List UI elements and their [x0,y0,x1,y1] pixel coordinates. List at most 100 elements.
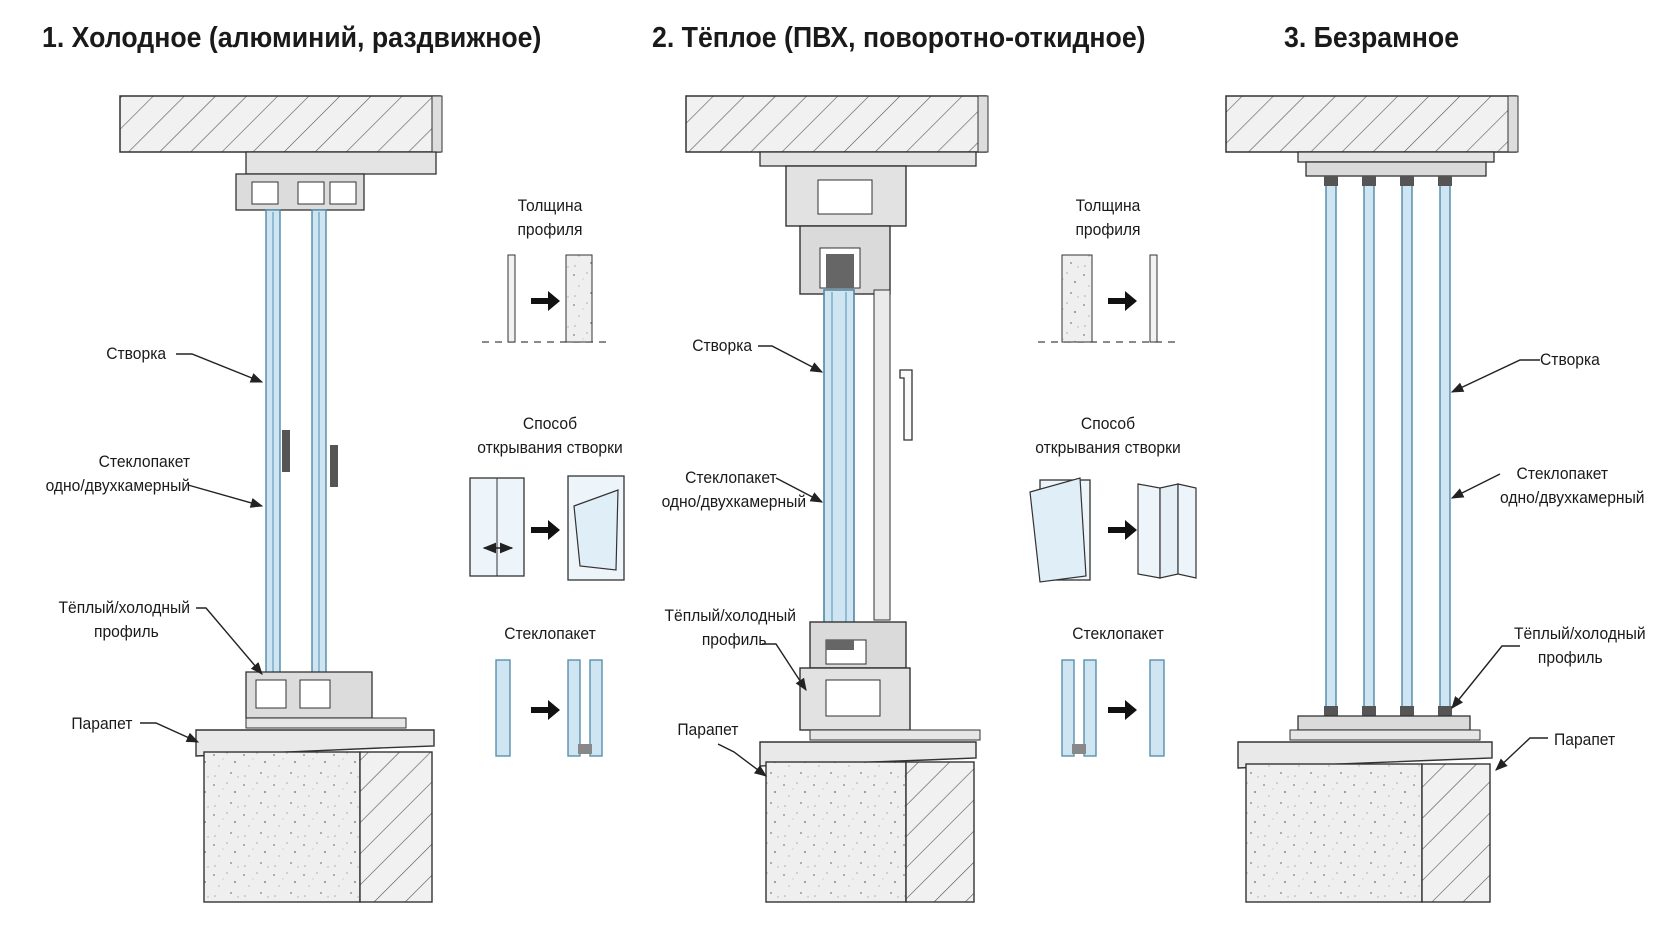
label-profile-2-line2: профиль [701,630,767,649]
leader-sash-2 [758,345,824,373]
leader-glass-3 [1450,473,1501,499]
comparison-2-opening-label: Способ открывания створки [1016,412,1200,460]
ceiling-slab-edge [1507,95,1519,153]
label-sash-3: Створка [1540,350,1600,369]
leader-sash-1 [176,353,264,383]
leader-profile-1 [196,607,263,675]
section-1-title: 1. Холодное (алюминий, раздвижное) [42,22,542,54]
leader-profile-3 [1451,645,1520,709]
bottom-frame-profile [799,621,981,741]
comparison-1-glazing-label: Стеклопакет [504,624,596,643]
label-glass-1-line2: одно/двухкамерный [45,476,190,495]
tilt-turn-window-icon [1029,477,1091,583]
single-glass-icon [1149,659,1165,757]
comparison-2-graphics [1029,254,1197,757]
leader-lines [140,345,1548,777]
label-glass-3-line2: одно/двухкамерный [1500,488,1645,507]
thick-profile-icon [565,254,593,343]
label-profile-2: Тёплый/холодный профиль [664,604,796,652]
parapet-wall [905,761,975,903]
top-frame-profile [759,151,977,295]
label-sash-2: Створка [692,336,752,355]
label-parapet-1: Парапет [70,714,132,733]
label-parapet-3: Парапет [1554,730,1616,749]
label-profile-3-line2: профиль [1537,648,1603,667]
leader-parapet-1 [140,722,200,743]
window-handle-icon [899,369,913,441]
parapet-wall [1421,763,1491,903]
thick-profile-icon [1061,254,1093,343]
label-glass-3-line1: Стеклопакет [1516,464,1609,483]
bottom-frame-profile [245,671,407,729]
ceiling-slab-edge [977,95,989,153]
label-glass-2: Стеклопакет одно/двухкамерный [661,466,806,514]
label-glass-3: Стеклопакет одно/двухкамерный [1500,462,1645,510]
label-parapet-2: Парапет [676,720,738,739]
comparison-2-glazing-label: Стеклопакет [1072,624,1164,643]
parapet-block [1245,763,1423,903]
sash-handle-2 [330,445,338,487]
label-glass-2-line2: одно/двухкамерный [661,492,806,511]
leader-sash-3 [1450,359,1540,393]
label-profile-1: Тёплый/холодный профиль [58,596,190,644]
leader-profile-2 [762,643,807,692]
comparison-2-opening-line1: Способ [1080,414,1136,433]
leader-parapet-2 [717,743,768,777]
label-profile-2-line1: Тёплый/холодный [664,606,796,625]
frame-side [873,289,891,621]
thin-profile-icon [1149,254,1158,343]
parapet-block [203,751,361,903]
arrow-right-icon [1108,291,1137,311]
frameless-glass-panels [1324,176,1452,716]
parapet-sill [1237,741,1493,769]
tilt-turn-window-icon [567,475,625,581]
comparison-1-thickness-label: Толщина профиля [504,194,596,242]
sash-handle [282,430,290,472]
comparison-2-thickness-label: Толщина профиля [1062,194,1154,242]
ceiling-slab [685,95,987,153]
leader-glass-1 [187,484,264,508]
ceiling-slab [1225,95,1517,153]
comparison-1-thickness-line2: профиля [517,220,583,239]
section-2-drawing [685,95,989,903]
label-profile-1-line1: Тёплый/холодный [58,598,190,617]
arrow-right-icon [1108,520,1137,540]
label-profile-3: Тёплый/холодный профиль [1514,622,1646,670]
glass-unit [823,289,855,659]
top-rail-profile [1297,151,1495,177]
leader-parapet-3 [1495,737,1548,771]
arrow-right-icon [531,291,560,311]
ceiling-slab [119,95,441,153]
arrow-right-icon [1108,700,1137,720]
sliding-window-icon [469,477,525,577]
comparison-1-opening-line1: Способ [522,414,578,433]
bottom-rail-profile [1289,715,1481,741]
label-glass-2-line1: Стеклопакет [685,468,777,487]
section-3-title: 3. Безрамное [1284,22,1460,54]
comparison-1-thickness-line1: Толщина [517,196,583,215]
comparison-2-thickness-line1: Толщина [1075,196,1141,215]
double-glass-icon [567,659,603,757]
ceiling-slab-edge [431,95,443,153]
section-3-drawing [1225,95,1519,903]
top-frame-profile [235,151,437,211]
comparison-1-opening-line2: открывания створки [477,438,623,457]
parapet-sill [195,729,435,757]
comparison-2-thickness-line2: профиля [1075,220,1141,239]
thin-profile-icon [507,254,516,343]
section-2-title: 2. Тёплое (ПВХ, поворотно-откидное) [652,22,1146,54]
double-glass-icon [1061,659,1097,757]
arrow-right-icon [531,520,560,540]
comparison-1-graphics [469,254,625,757]
folding-window-icon [1137,483,1197,579]
comparison-1-opening-label: Способ открывания створки [458,412,642,460]
label-profile-1-line2: профиль [93,622,159,641]
leader-glass-2 [775,477,824,503]
label-profile-3-line1: Тёплый/холодный [1514,624,1646,643]
parapet-block [765,761,907,903]
parapet-wall [359,751,433,903]
arrow-right-icon [531,700,560,720]
comparison-2-opening-line2: открывания створки [1035,438,1181,457]
parapet-sill [759,741,977,767]
